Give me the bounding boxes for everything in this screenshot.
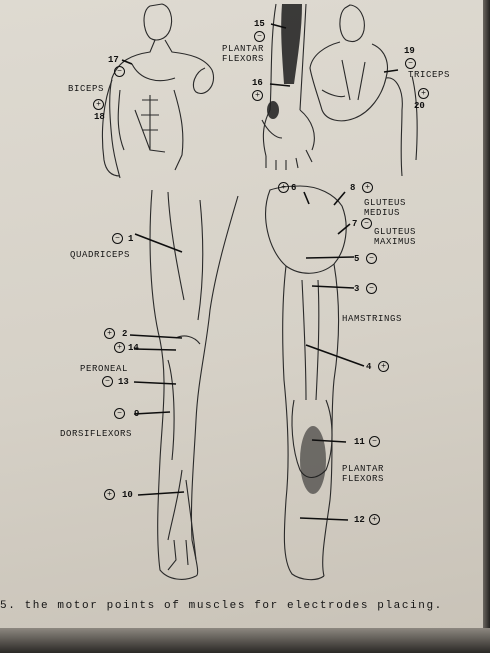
point-2-number: 2: [122, 329, 128, 339]
point-19-sign: −: [405, 58, 416, 69]
page-edge-shadow: [483, 0, 490, 653]
point-15-sign: −: [254, 31, 265, 42]
label-gluteus-medius: GLUTEUS MEDIUS: [364, 198, 407, 218]
point-12-number: 12: [354, 515, 365, 525]
point-14-number: 14: [128, 343, 139, 353]
torso-back-drawing: [309, 4, 418, 177]
point-13-number: 13: [118, 377, 129, 387]
point-9-sign: −: [114, 408, 125, 419]
point-20-number: 20: [414, 101, 425, 111]
point-15-number: 15: [254, 19, 265, 29]
point-7-sign: −: [361, 218, 372, 229]
point-14-sign: +: [114, 342, 125, 353]
point-12-sign: +: [369, 514, 380, 525]
point-1-sign: −: [112, 233, 123, 244]
page-bottom-edge: [0, 628, 490, 653]
point-6-sign: +: [278, 182, 289, 193]
point-8-sign: +: [362, 182, 373, 193]
point-5-sign: −: [366, 253, 377, 264]
point-5-number: 5: [354, 254, 360, 264]
point-17-sign: −: [114, 66, 125, 77]
label-plantar-flexors-arm: PLANTAR FLEXORS: [222, 44, 265, 64]
point-7-number: 7: [352, 219, 358, 229]
point-6-number: 6: [291, 183, 297, 193]
leg-front-drawing: [149, 189, 239, 580]
point-10-sign: +: [104, 489, 115, 500]
point-11-number: 11: [354, 437, 365, 447]
leader-lines: [121, 23, 399, 521]
point-9-number: 9: [134, 409, 140, 419]
label-gluteus-maximus: GLUTEUS MAXIMUS: [374, 227, 417, 247]
label-triceps: TRICEPS: [408, 70, 451, 80]
point-18-number: 18: [94, 112, 105, 122]
point-19-number: 19: [404, 46, 415, 56]
label-plantar-flexors-leg: PLANTAR FLEXORS: [342, 464, 385, 484]
point-20-sign: +: [418, 88, 429, 99]
point-11-sign: −: [369, 436, 380, 447]
point-18-sign: +: [93, 99, 104, 110]
point-8-number: 8: [350, 183, 356, 193]
label-dorsiflexors: DORSIFLEXORS: [60, 429, 133, 439]
anatomy-illustration: [101, 3, 418, 581]
label-peroneal: PERONEAL: [80, 364, 129, 374]
point-13-sign: −: [102, 376, 113, 387]
torso-front-drawing: [101, 3, 214, 179]
label-hamstrings: HAMSTRINGS: [342, 314, 403, 324]
point-4-number: 4: [366, 362, 372, 372]
point-2-sign: +: [104, 328, 115, 339]
point-17-number: 17: [108, 55, 119, 65]
label-biceps: BICEPS: [68, 84, 105, 94]
point-4-sign: +: [378, 361, 389, 372]
leg-back-drawing: [265, 185, 347, 581]
point-16-sign: +: [252, 90, 263, 101]
point-10-number: 10: [122, 490, 133, 500]
label-quadriceps: QUADRICEPS: [70, 250, 131, 260]
point-16-number: 16: [252, 78, 263, 88]
point-1-number: 1: [128, 234, 134, 244]
figure-caption: 5. the motor points of muscles for elect…: [0, 600, 443, 612]
point-3-number: 3: [354, 284, 360, 294]
point-3-sign: −: [366, 283, 377, 294]
